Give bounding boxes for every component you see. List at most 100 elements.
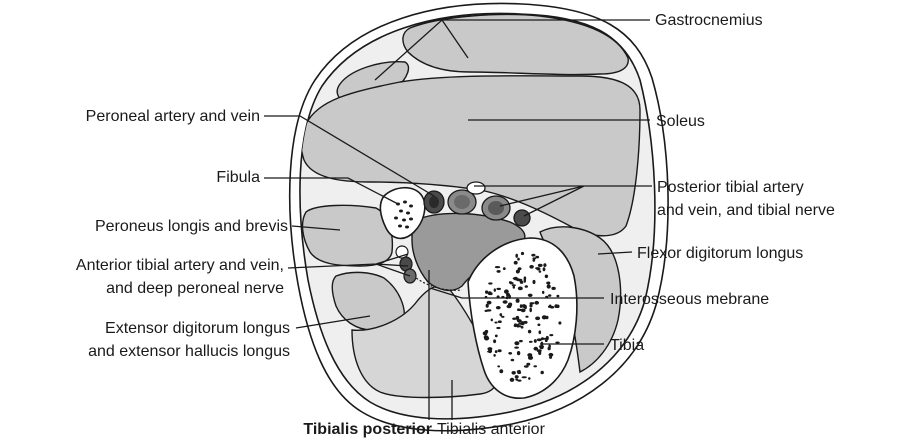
tibia-trabecula	[484, 335, 489, 338]
tibia-trabecula	[515, 375, 519, 378]
tibia-trabecula	[509, 282, 513, 284]
tibia-trabecula	[519, 309, 522, 311]
label-peroneus: Peroneus longis and brevis	[95, 218, 288, 235]
tibia-trabecula	[535, 256, 539, 259]
tibia-trabecula	[528, 377, 530, 380]
tibia-trabecula	[485, 310, 488, 312]
tibia-trabecula	[539, 270, 542, 272]
label-interosseous: Interosseous mebrane	[610, 291, 769, 308]
tibia-trabecula	[514, 261, 518, 265]
tibia-trabecula	[497, 270, 501, 273]
tibia-trabecula	[542, 315, 547, 319]
label-extensor-line2: and extensor hallucis longus	[88, 343, 290, 360]
tibia-trabecula	[493, 354, 495, 357]
tibia-trabecula	[529, 308, 532, 312]
tibia-trabecula	[494, 322, 497, 324]
tibia-trabecula	[535, 267, 539, 269]
tibia-trabecula	[510, 378, 515, 382]
tibia-trabecula	[541, 371, 544, 375]
label-tibialis-posterior: Tibialis posterior	[303, 421, 432, 438]
tibia-trabecula	[511, 359, 515, 362]
tibia-trabecula	[503, 267, 506, 270]
tibia-trabecula	[550, 306, 554, 309]
tibia-trabecula	[520, 281, 524, 284]
tibia-trabecula	[496, 327, 500, 329]
tibia-trabecula	[518, 287, 523, 291]
tibia-trabecula	[555, 342, 559, 344]
tibia-trabecula	[545, 275, 548, 279]
tibia-trabecula	[514, 347, 519, 349]
tibia-trabecula	[514, 341, 519, 345]
tibia-trabecula	[515, 254, 518, 258]
tibia-trabecula	[495, 335, 498, 338]
tibia-trabecula	[556, 295, 559, 298]
tibia-trabecula	[534, 339, 537, 343]
tibia-trabecula	[517, 380, 521, 382]
tibia-trabecula	[529, 265, 533, 269]
label-peroneal-artery-vein: Peroneal artery and vein	[86, 108, 260, 125]
label-posterior-tibial-line2: and vein, and tibial nerve	[657, 202, 835, 219]
tibia-trabecula	[529, 341, 533, 343]
tibia-trabecula	[547, 284, 551, 288]
tibia-trabecula	[538, 264, 543, 267]
tibia-trabecula	[516, 270, 520, 274]
tibia-trabecula	[533, 365, 537, 367]
label-fibula: Fibula	[216, 169, 260, 186]
tibia-trabecula	[512, 318, 516, 320]
tibia-trabecula	[483, 331, 488, 335]
tibia-trabecula	[533, 280, 536, 284]
label-flexor-digitorum: Flexor digitorum longus	[637, 245, 803, 262]
tibia-trabecula	[513, 277, 518, 281]
label-anterior-tibial-line1: Anterior tibial artery and vein,	[76, 257, 284, 274]
tibia-trabecula	[508, 303, 512, 307]
tibia-trabecula	[485, 290, 488, 293]
tibia-trabecula	[516, 299, 520, 303]
tibia-trabecula	[548, 345, 551, 349]
tibia-trabecula	[537, 349, 542, 352]
tibia-trabecula	[498, 320, 502, 323]
tibia-trabecula	[494, 288, 496, 291]
tibia-trabecula	[551, 287, 555, 290]
tibia-trabecula	[548, 294, 551, 297]
label-soleus: Soleus	[656, 113, 705, 130]
tibia-trabecula	[546, 282, 550, 285]
tibia-trabecula	[531, 254, 535, 257]
tibia-trabecula	[500, 313, 503, 316]
tibia-trabecula	[522, 376, 527, 378]
tibia-trabecula	[546, 336, 549, 340]
tibia-trabecula	[517, 319, 522, 323]
peroneus-muscle	[303, 205, 393, 266]
label-gastrocnemius: Gastrocnemius	[655, 12, 763, 29]
label-tibia: Tibia	[610, 337, 644, 354]
label-tibialis-anterior: Tibialis anterior	[437, 421, 546, 438]
tibia-trabecula	[528, 294, 533, 297]
tibia-trabecula	[486, 304, 489, 308]
tibia-trabecula	[517, 351, 520, 355]
label-extensor-line1: Extensor digitorum longus	[105, 320, 290, 337]
tibia-trabecula	[518, 323, 522, 325]
tibia-trabecula	[518, 370, 521, 373]
tibia-trabecula	[521, 252, 524, 255]
tibia-trabecula	[508, 352, 512, 355]
tibia-trabecula	[499, 369, 503, 373]
tibia-trabecula	[534, 301, 539, 305]
tibia-trabecula	[504, 289, 509, 293]
tibia-trabecula	[495, 350, 498, 353]
tibia-trabecula	[526, 363, 530, 366]
tibia-trabecula	[493, 339, 496, 343]
tibia-trabecula	[491, 319, 493, 322]
tibia-trabecula	[522, 304, 527, 308]
label-posterior-tibial-line1: Posterior tibial artery	[657, 179, 804, 196]
tibia-trabecula	[488, 291, 492, 295]
tibia-trabecula	[549, 334, 553, 336]
tibia-trabecula	[517, 258, 520, 261]
tibia-trabecula	[539, 330, 542, 334]
tibia-trabecula	[542, 291, 544, 294]
tibia-trabecula	[498, 349, 502, 352]
tibia-trabecula	[487, 347, 492, 350]
tibia-trabecula	[503, 300, 508, 304]
tibia-trabecula	[514, 323, 517, 325]
tibia-trabecula	[524, 365, 529, 367]
tibia-trabecula	[496, 288, 501, 290]
tibia-trabecula	[512, 371, 516, 375]
